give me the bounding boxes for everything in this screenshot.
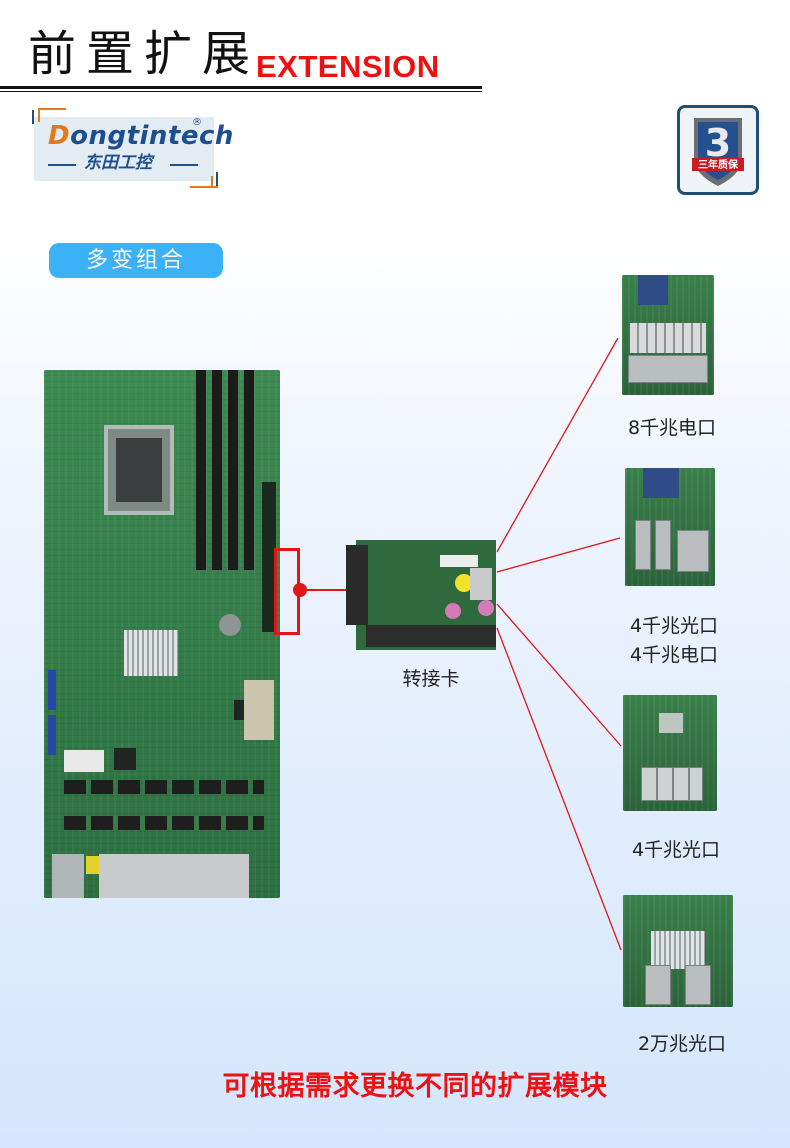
sata-port — [48, 715, 56, 755]
module-label: 4千兆电口 — [629, 644, 719, 666]
module-label: 8千兆电口 — [627, 417, 717, 439]
fan-icon — [643, 468, 679, 498]
section-title-en: EXTENSION — [256, 49, 440, 84]
logo-corner-decoration — [190, 186, 218, 188]
pci-slot — [262, 482, 276, 632]
connector-line — [300, 589, 348, 591]
section-title-cn: 前置扩展 — [28, 26, 261, 82]
adapter-card-label: 转接卡 — [402, 668, 460, 690]
dimm-slot — [228, 370, 238, 570]
registered-mark: ® — [192, 117, 202, 128]
module-4-fiber-image — [623, 695, 717, 811]
sfp-plus-port — [645, 965, 671, 1005]
fan-icon — [638, 275, 668, 305]
sfp-port — [635, 520, 651, 570]
heatsink — [651, 931, 705, 969]
motherboard-image — [44, 370, 280, 898]
lan-ports — [99, 854, 249, 898]
brand-logo — [34, 117, 214, 181]
header-divider-thin — [0, 91, 482, 92]
logo-corner-decoration — [38, 108, 66, 110]
chipset-heatsink — [124, 630, 178, 676]
dimm-slot — [212, 370, 222, 570]
dimm-slot — [196, 370, 206, 570]
module-4-fiber-4-copper-image — [625, 468, 715, 586]
sfp-port — [655, 520, 671, 570]
footer-note: 可根据需求更换不同的扩展模块 — [222, 1071, 608, 1102]
brand-name-rest: ongtintech — [70, 121, 234, 151]
rj45-port — [52, 854, 84, 898]
adapter-connector-bottom — [366, 625, 496, 647]
rj45-ports — [628, 355, 708, 383]
sfp-ports — [641, 767, 703, 801]
logo-corner-decoration — [38, 108, 40, 122]
svg-text:3: 3 — [705, 121, 731, 165]
module-8-gbe-copper-image — [622, 275, 714, 395]
sfp-plus-port — [685, 965, 711, 1005]
header-divider-thick — [0, 86, 482, 89]
logo-dash-left — [48, 164, 76, 166]
brand-initial: D — [48, 121, 71, 151]
module-label: 4千兆光口 — [631, 839, 721, 861]
logo-corner-decoration — [216, 172, 218, 186]
svg-text:三年质保: 三年质保 — [698, 158, 739, 171]
sata-port — [48, 670, 56, 710]
logo-corner-decoration — [32, 110, 34, 124]
brand-name-en: Dongtintech — [48, 121, 234, 151]
adapter-connector-left — [346, 545, 368, 625]
rj45-ports — [677, 530, 709, 572]
module-2-10gbe-fiber-image — [623, 895, 733, 1007]
dimm-slot — [244, 370, 254, 570]
brand-name-cn: 东田工控 — [84, 153, 152, 173]
combination-pill-label: 多变组合 — [49, 243, 223, 278]
shield-icon: 3 三年质保 — [692, 118, 744, 186]
module-label: 4千兆光口 — [629, 615, 719, 637]
module-label: 2万兆光口 — [637, 1033, 727, 1055]
logo-dash-right — [170, 164, 198, 166]
logo-corner-decoration — [211, 176, 213, 188]
